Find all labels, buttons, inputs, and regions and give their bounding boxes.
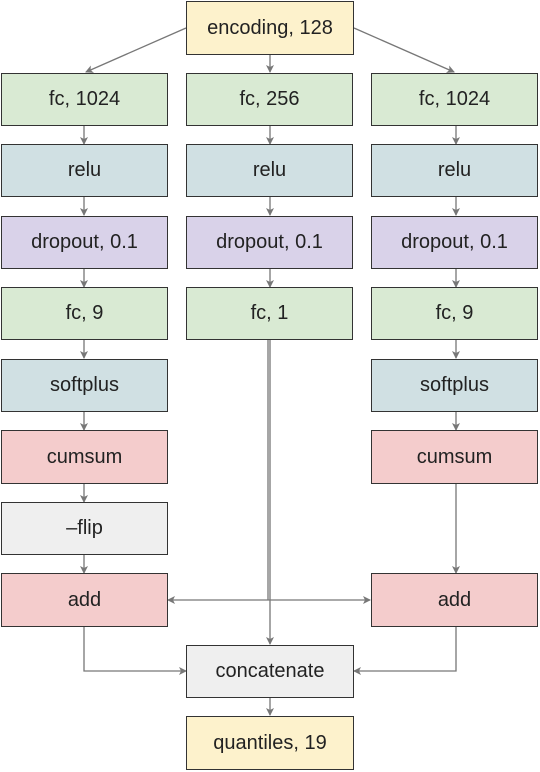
node-left-dropout: dropout, 0.1 [1, 216, 168, 269]
edge-right-add-to-concatenate [353, 627, 457, 675]
node-encoding: encoding, 128 [186, 1, 354, 55]
node-left-softplus: softplus [1, 359, 168, 412]
node-left-add: add [1, 573, 168, 627]
node-left-relu: relu [1, 144, 168, 197]
node-concatenate: concatenate [186, 645, 354, 698]
node-right-add: add [371, 573, 538, 627]
node-middle-dropout: dropout, 0.1 [186, 216, 353, 269]
node-right-relu: relu [371, 144, 538, 197]
node-left-fc-9: fc, 9 [1, 287, 168, 340]
node-right-fc-9: fc, 9 [371, 287, 538, 340]
node-left-fc-1024: fc, 1024 [1, 73, 168, 126]
edge-encoding-to-left-fc [85, 27, 187, 73]
node-quantiles: quantiles, 19 [186, 716, 354, 770]
node-middle-fc-1: fc, 1 [186, 287, 353, 340]
edge-encoding-to-right-fc [353, 27, 455, 73]
node-middle-fc-256: fc, 256 [186, 73, 353, 126]
node-left-cumsum: cumsum [1, 430, 168, 484]
node-right-dropout: dropout, 0.1 [371, 216, 538, 269]
node-right-fc-1024: fc, 1024 [371, 73, 538, 126]
node-right-softplus: softplus [371, 359, 538, 412]
node-right-cumsum: cumsum [371, 430, 538, 484]
edge-left-add-to-concatenate [83, 627, 187, 675]
node-middle-relu: relu [186, 144, 353, 197]
node-left-flip: –flip [1, 502, 168, 555]
